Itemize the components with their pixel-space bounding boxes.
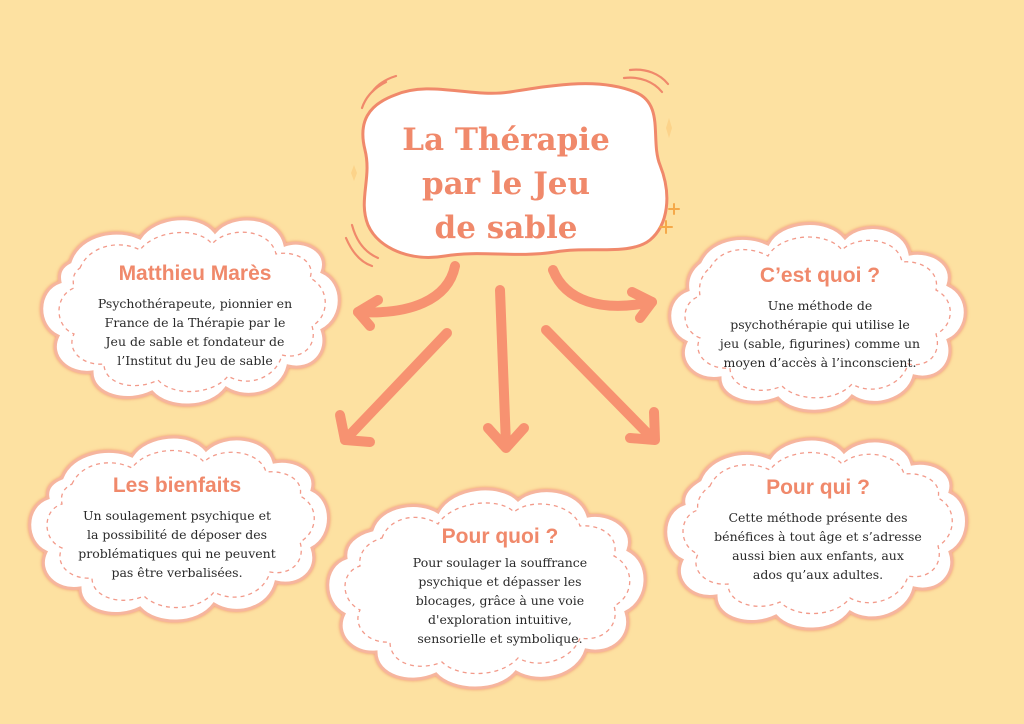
node-line: Jeu de sable et fondateur de	[105, 334, 285, 349]
cloud-cest-quoi	[668, 222, 967, 413]
node-line: bénéfices à tout âge et s’adresse	[714, 529, 922, 544]
diagram-title: La Thérapie par le Jeu de sable	[372, 118, 640, 250]
node-line: Pour soulager la souffrance	[412, 555, 588, 570]
cloud-pour-qui	[664, 437, 968, 631]
node-line: Cette méthode présente des	[728, 510, 908, 525]
node-heading: Pour qui ?	[766, 476, 870, 499]
node-line: ados qu’aux adultes.	[752, 567, 884, 582]
node-line: l’Institut du Jeu de sable	[117, 353, 273, 368]
title-line-1: La Thérapie	[402, 122, 610, 158]
node-line: jeu (sable, figurines) comme un	[719, 336, 921, 351]
node-bienfaits: Les bienfaits Un soulagement psychique e…	[52, 474, 302, 582]
node-heading: Matthieu Marès	[118, 262, 272, 285]
sparkle-icon	[351, 118, 680, 234]
node-line: d'exploration intuitive,	[428, 612, 572, 627]
node-heading: Pour quoi ?	[441, 525, 559, 548]
arrow-to-matthieu	[353, 261, 460, 318]
arrow-to-bienfaits	[340, 328, 452, 445]
node-line: blocages, grâce à une voie	[415, 593, 585, 608]
node-line: aussi bien aux enfants, aux	[732, 548, 904, 563]
node-line: psychothérapie qui utilise le	[730, 317, 910, 332]
node-line: pas être verbalisées.	[111, 565, 243, 580]
node-heading: Les bienfaits	[112, 474, 242, 497]
title-line-3: de sable	[434, 210, 578, 246]
node-line: Une méthode de	[767, 298, 873, 313]
cloud-bienfaits	[28, 435, 330, 623]
arrows	[335, 261, 660, 453]
node-line: la possibilité de déposer des	[86, 527, 268, 542]
node-line: problématiques qui ne peuvent	[78, 546, 276, 561]
arrow-to-cest-quoi	[548, 265, 657, 311]
node-heading: C’est quoi ?	[759, 264, 881, 287]
node-line: Un soulagement psychique et	[82, 508, 272, 523]
cloud-pour-quoi	[326, 487, 647, 690]
node-line: moyen d’accès à l’inconscient.	[723, 355, 917, 370]
arrow-to-pour-qui	[541, 325, 657, 443]
node-line: sensorielle et symbolique.	[417, 631, 583, 646]
node-line: Psychothérapeute, pionnier en	[97, 296, 293, 311]
node-line: France de la Thérapie par le	[104, 315, 286, 330]
arrow-to-pour-quoi	[495, 285, 511, 450]
title-blob	[344, 68, 670, 268]
node-line: psychique et dépasser les	[418, 574, 582, 589]
node-pour-quoi: Pour quoi ? Pour soulager la souffrance …	[370, 525, 630, 648]
node-cest-quoi: C’est quoi ? Une méthode de psychothérap…	[695, 264, 945, 372]
node-matthieu: Matthieu Marès Psychothérapeute, pionnie…	[70, 262, 320, 370]
title-line-2: par le Jeu	[421, 166, 591, 202]
node-pour-qui: Pour qui ? Cette méthode présente des bé…	[690, 476, 946, 584]
cloud-matthieu	[40, 217, 341, 407]
